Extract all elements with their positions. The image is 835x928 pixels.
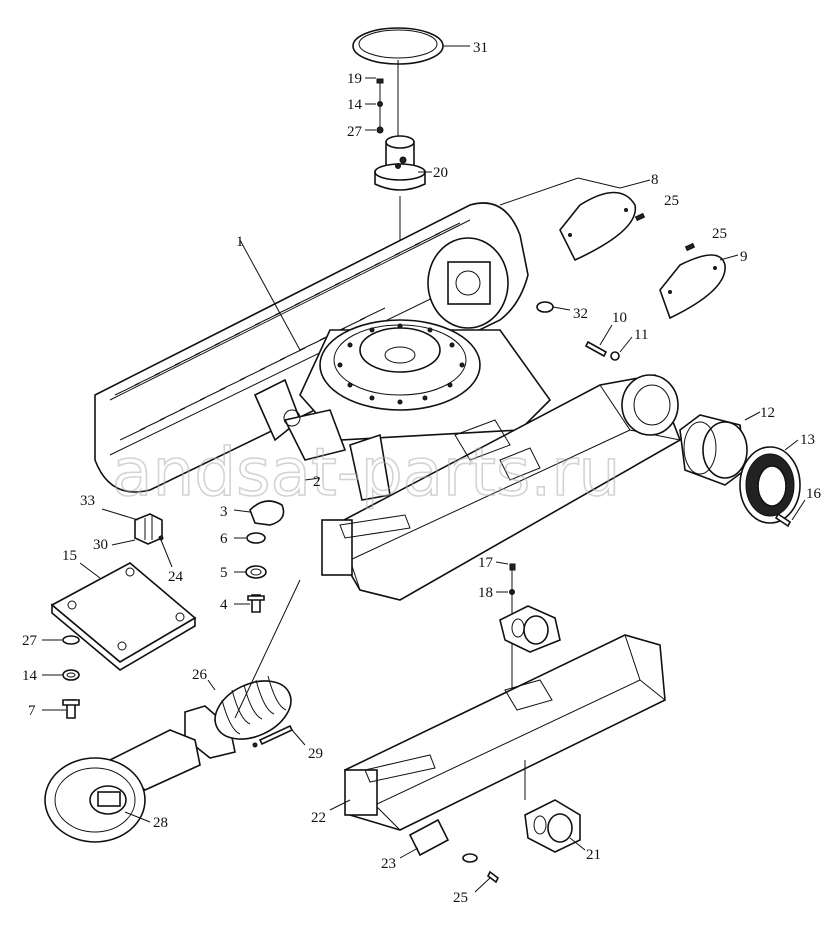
- callout-25-b: 25: [712, 226, 727, 242]
- callout-12: 12: [760, 405, 775, 421]
- part-9-cover: [659, 242, 739, 320]
- callout-13: 13: [800, 432, 815, 448]
- part-28-idler: [44, 729, 201, 843]
- callout-14-top: 14: [347, 97, 363, 113]
- callout-1: 1: [236, 234, 244, 250]
- part-23-bracket: [399, 818, 500, 893]
- callout-2: 2: [313, 474, 321, 490]
- callout-19: 19: [347, 71, 362, 87]
- callout-11: 11: [634, 327, 648, 343]
- part-15-plate: [50, 562, 197, 671]
- part-8-cover: [499, 177, 651, 262]
- part-29-bolt: [252, 724, 306, 748]
- part-2-side-frame: [304, 374, 681, 601]
- callout-4: 4: [220, 597, 228, 613]
- plate-and-fasteners-3-6-5-4: [233, 500, 285, 613]
- callout-15: 15: [62, 548, 77, 564]
- part-26-recoil-spring: [184, 579, 301, 759]
- callout-23: 23: [381, 856, 396, 872]
- callout-27-top: 27: [347, 124, 363, 140]
- callout-9: 9: [740, 249, 748, 265]
- part-31-cover-plate: [352, 27, 470, 140]
- callout-21: 21: [586, 847, 601, 863]
- callout-26: 26: [192, 667, 208, 683]
- callout-28: 28: [153, 815, 168, 831]
- callout-6: 6: [220, 531, 228, 547]
- part-32-seal: [536, 301, 571, 313]
- callout-18: 18: [478, 585, 493, 601]
- callout-33: 33: [80, 493, 95, 509]
- watermark: andsat-parts.ru: [112, 434, 620, 511]
- part-13-sprocket: [739, 439, 801, 524]
- callout-31: 31: [473, 40, 488, 56]
- callout-17: 17: [478, 555, 494, 571]
- callout-3: 3: [220, 504, 228, 520]
- callout-7: 7: [28, 703, 36, 719]
- callout-30: 30: [93, 537, 108, 553]
- plate-fasteners-27-14-7: [42, 635, 80, 719]
- part-22-side-frame: [329, 634, 666, 831]
- swivel-joint-group: [365, 77, 432, 350]
- part-10-11-bolt: [584, 324, 633, 361]
- part-33-block: [101, 508, 173, 568]
- callout-25-c: 25: [453, 890, 468, 906]
- part-16-bolt: [774, 499, 806, 528]
- callout-20: 20: [433, 165, 448, 181]
- callout-22: 22: [311, 810, 326, 826]
- callout-32: 32: [573, 306, 588, 322]
- callout-10: 10: [612, 310, 627, 326]
- callout-27-bottom: 27: [22, 633, 38, 649]
- callout-5: 5: [220, 565, 228, 581]
- callout-16: 16: [806, 486, 822, 502]
- callout-8: 8: [651, 172, 659, 188]
- callout-29: 29: [308, 746, 323, 762]
- part-1-track-frame: [94, 202, 552, 501]
- callout-14-bottom: 14: [22, 668, 38, 684]
- callout-24: 24: [168, 569, 184, 585]
- part-21-roller: [524, 799, 586, 853]
- upper-roller-group: [495, 561, 561, 700]
- callout-25-a: 25: [664, 193, 679, 209]
